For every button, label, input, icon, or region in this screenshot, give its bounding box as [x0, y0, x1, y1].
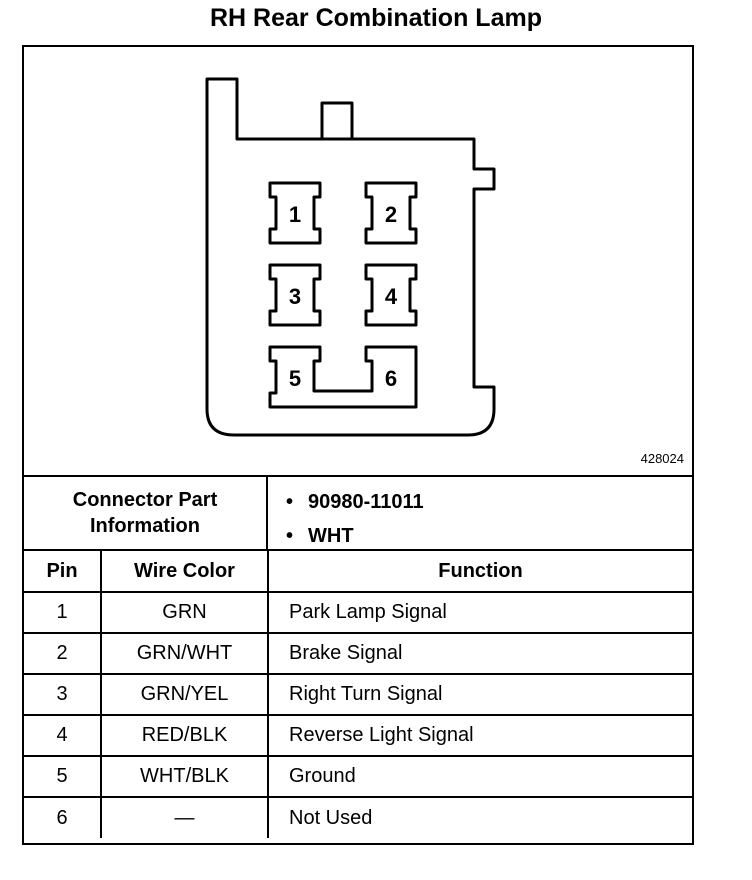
table-row: 5 WHT/BLK Ground	[24, 756, 692, 798]
table-header-row: Pin Wire Color Function	[24, 551, 692, 593]
wire-color-cell: GRN/WHT	[101, 633, 269, 675]
table-row: 1 GRN Park Lamp Signal	[24, 592, 692, 634]
wire-color-cell: RED/BLK	[101, 715, 269, 757]
pin-cell: 3	[24, 674, 102, 716]
pin-table: Pin Wire Color Function 1 GRN Park Lamp …	[24, 551, 692, 838]
part-number: 90980-11011	[286, 485, 424, 519]
cavity-1	[268, 181, 322, 245]
cavity-label: 1	[289, 202, 301, 227]
connector-frame: 1 2 3 4 5 6 428024 Connector Part Inform…	[22, 45, 694, 845]
info-label: Connector Part Information	[24, 477, 268, 549]
function-cell: Park Lamp Signal	[268, 592, 692, 634]
table-row: 6 — Not Used	[24, 797, 692, 838]
cavity-label: 5	[289, 366, 301, 391]
function-cell: Reverse Light Signal	[268, 715, 692, 757]
wire-color-cell: —	[101, 797, 269, 838]
pin-cell: 6	[24, 797, 102, 838]
cavity-5-6	[268, 345, 418, 409]
info-label-line2: Information	[90, 515, 200, 537]
figure-id: 428024	[640, 451, 684, 466]
cavity-2	[364, 181, 418, 245]
cavity-3	[268, 263, 322, 327]
table-row: 2 GRN/WHT Brake Signal	[24, 633, 692, 675]
table-row: 3 GRN/YEL Right Turn Signal	[24, 674, 692, 716]
info-values: 90980-11011 WHT	[286, 485, 424, 553]
connector-housing	[205, 77, 496, 437]
function-cell: Brake Signal	[268, 633, 692, 675]
cavity-4	[364, 263, 418, 327]
header-wire-color: Wire Color	[101, 551, 269, 593]
pin-cell: 4	[24, 715, 102, 757]
cavity-label: 6	[385, 366, 397, 391]
function-cell: Ground	[268, 756, 692, 798]
pin-cell: 5	[24, 756, 102, 798]
pin-cell: 1	[24, 592, 102, 634]
connector-diagram: 1 2 3 4 5 6	[205, 77, 496, 437]
locking-tab	[320, 101, 354, 139]
cavity-label: 2	[385, 202, 397, 227]
wire-color-cell: GRN	[101, 592, 269, 634]
table-row: 4 RED/BLK Reverse Light Signal	[24, 715, 692, 757]
wire-color-cell: WHT/BLK	[101, 756, 269, 798]
function-cell: Not Used	[289, 806, 373, 829]
connector-part-info: Connector Part Information 90980-11011 W…	[24, 475, 692, 551]
connector-color: WHT	[286, 519, 424, 553]
page-title: RH Rear Combination Lamp	[210, 4, 542, 32]
wire-color-cell: GRN/YEL	[101, 674, 269, 716]
info-label-line1: Connector Part	[72, 489, 218, 511]
cavity-label: 4	[385, 284, 398, 309]
function-cell: Right Turn Signal	[268, 674, 692, 716]
pin-cell: 2	[24, 633, 102, 675]
header-pin: Pin	[24, 551, 102, 593]
header-function: Function	[268, 551, 692, 593]
cavity-label: 3	[289, 284, 301, 309]
